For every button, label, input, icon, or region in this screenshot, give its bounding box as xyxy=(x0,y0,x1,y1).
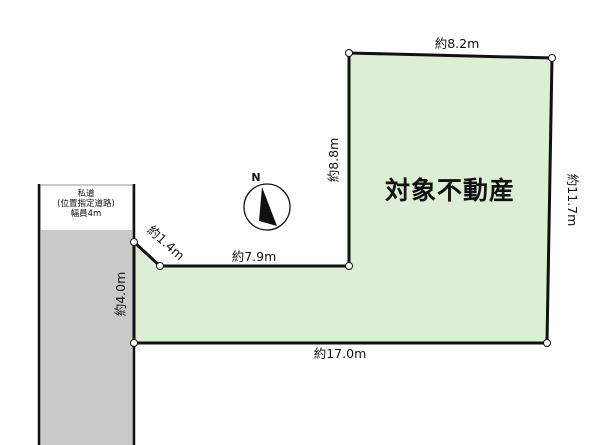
dim-left: 約4.0m xyxy=(113,272,128,317)
road-label-line3: 幅員4m xyxy=(71,208,102,219)
compass-needle-icon xyxy=(259,187,277,226)
vertex-marker xyxy=(543,339,551,347)
vertex-marker xyxy=(130,339,138,347)
vertex-marker xyxy=(345,262,353,270)
vertex-marker xyxy=(345,49,353,57)
property-label: 対象不動産 xyxy=(385,176,515,205)
dim-inner-horizontal: 約7.9m xyxy=(232,249,277,264)
dim-bottom: 約17.0m xyxy=(314,346,367,361)
north-arrow: N xyxy=(243,171,291,231)
road-label-line1: 私道 xyxy=(77,188,95,199)
dim-top: 約8.2m xyxy=(435,36,480,51)
property-lot xyxy=(132,51,554,345)
north-label: N xyxy=(251,171,260,184)
dim-right: 約11.7m xyxy=(565,174,580,227)
road-label-line2: (位置指定道路) xyxy=(57,198,115,209)
dim-inner-vertical: 約8.8m xyxy=(326,138,341,183)
vertex-marker xyxy=(130,238,138,246)
vertex-marker xyxy=(548,54,556,62)
vertex-marker xyxy=(156,262,164,270)
road-label-box xyxy=(41,186,132,230)
